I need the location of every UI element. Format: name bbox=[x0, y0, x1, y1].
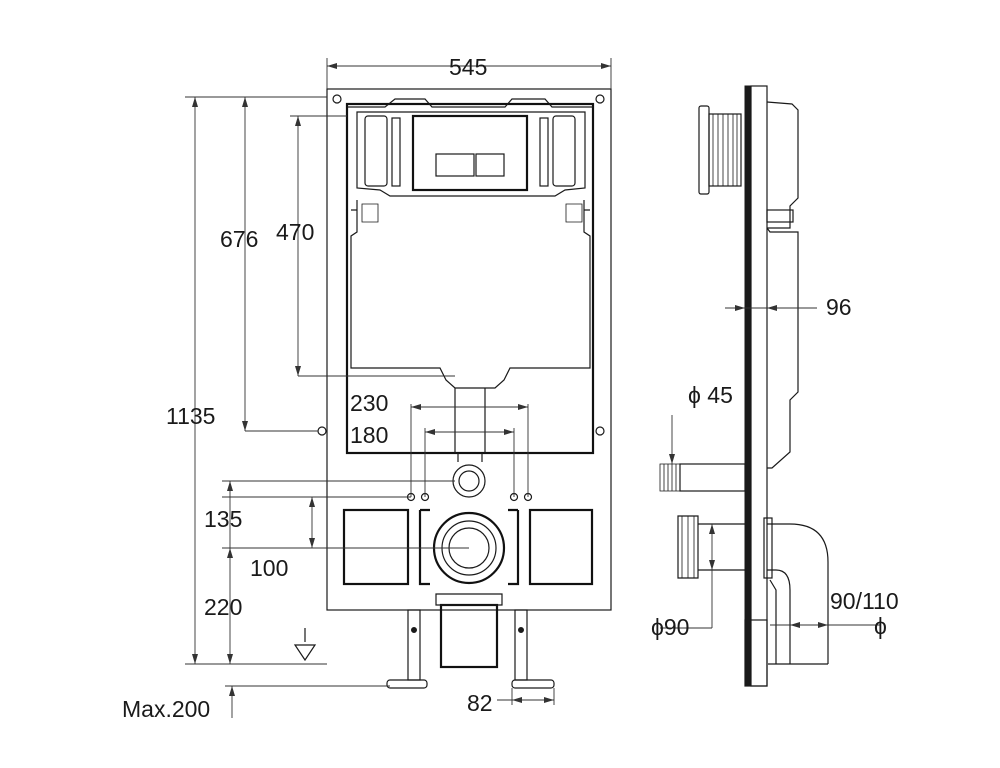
label-dia-90-110: 90/110 bbox=[830, 588, 899, 614]
side-dimensions bbox=[660, 305, 880, 629]
outlet-pipe-top bbox=[435, 593, 503, 606]
label-width-545: 545 bbox=[449, 54, 487, 80]
side-foot bbox=[744, 619, 768, 687]
cistern-panel bbox=[345, 102, 595, 455]
label-dist-82: 82 bbox=[467, 690, 493, 716]
label-dist-100: 100 bbox=[250, 555, 288, 581]
frame-screw bbox=[595, 426, 605, 436]
label-dia-45: ϕ 45 bbox=[688, 382, 733, 408]
leg-left bbox=[407, 609, 421, 681]
label-depth-96: 96 bbox=[826, 294, 852, 320]
side-outlet-ribs bbox=[681, 516, 695, 578]
leg-hole bbox=[518, 627, 524, 633]
inlet-pipe bbox=[457, 453, 483, 462]
front-dimensions bbox=[185, 58, 612, 718]
inlet-ring-inner bbox=[458, 470, 480, 492]
lower-panel-center bbox=[418, 508, 520, 586]
flush-button-left bbox=[435, 153, 475, 177]
cistern-body bbox=[350, 200, 591, 389]
label-height-676: 676 bbox=[220, 226, 258, 252]
inlet-ring-outer bbox=[452, 464, 486, 498]
side-bend-base bbox=[768, 579, 828, 665]
side-outlet-connector bbox=[677, 515, 745, 579]
cistern-inner bbox=[361, 203, 583, 223]
leg-foot-right bbox=[511, 679, 555, 689]
front-view bbox=[293, 88, 612, 689]
frame-screw bbox=[332, 94, 342, 104]
side-cistern bbox=[766, 101, 799, 469]
top-bracket bbox=[347, 98, 593, 108]
leg-hole bbox=[411, 627, 417, 633]
flush-plate bbox=[411, 114, 529, 192]
flush-pipe bbox=[454, 388, 486, 453]
label-dist-230: 230 bbox=[350, 390, 388, 416]
side-view bbox=[659, 85, 829, 687]
label-dia-90: ϕ90 bbox=[651, 614, 689, 640]
frame-outline bbox=[326, 88, 612, 611]
cistern-side-slot bbox=[391, 117, 401, 187]
frame-screw bbox=[317, 426, 327, 436]
side-flush-ribs bbox=[712, 114, 738, 186]
label-dist-220: 220 bbox=[204, 594, 242, 620]
label-dist-135: 135 bbox=[204, 506, 242, 532]
cistern-shell bbox=[356, 111, 586, 197]
cistern-side-slot bbox=[539, 117, 549, 187]
side-flush-body bbox=[708, 113, 742, 187]
floor-marker-icon bbox=[293, 628, 317, 662]
lower-panel-left bbox=[342, 508, 410, 586]
label-max-200: Max.200 bbox=[122, 696, 210, 722]
label-height-470: 470 bbox=[276, 219, 314, 245]
label-height-1135: 1135 bbox=[166, 403, 215, 429]
leg-foot-left bbox=[386, 679, 428, 689]
dimension-labels: 545 676 470 1135 230 180 135 100 220 Max… bbox=[122, 54, 899, 722]
lower-panel-right bbox=[528, 508, 594, 586]
label-dist-180: 180 bbox=[350, 422, 388, 448]
leg-right bbox=[514, 609, 528, 681]
side-frame-post-back bbox=[750, 85, 768, 687]
frame-screw bbox=[595, 94, 605, 104]
side-inlet-ribs bbox=[659, 463, 681, 492]
outlet-pipe bbox=[439, 603, 499, 669]
side-bracket bbox=[766, 209, 794, 223]
cistern-side-rib bbox=[552, 115, 576, 187]
flush-button-right bbox=[475, 153, 505, 177]
side-frame-post bbox=[744, 85, 752, 687]
side-flush-plate bbox=[698, 105, 710, 195]
side-bend-collar bbox=[763, 517, 773, 579]
cistern-side-rib bbox=[364, 115, 388, 187]
side-bend-pipe bbox=[767, 523, 829, 664]
label-dia-90-110-symbol: ϕ bbox=[874, 613, 887, 639]
side-inlet-pipe bbox=[679, 463, 746, 492]
